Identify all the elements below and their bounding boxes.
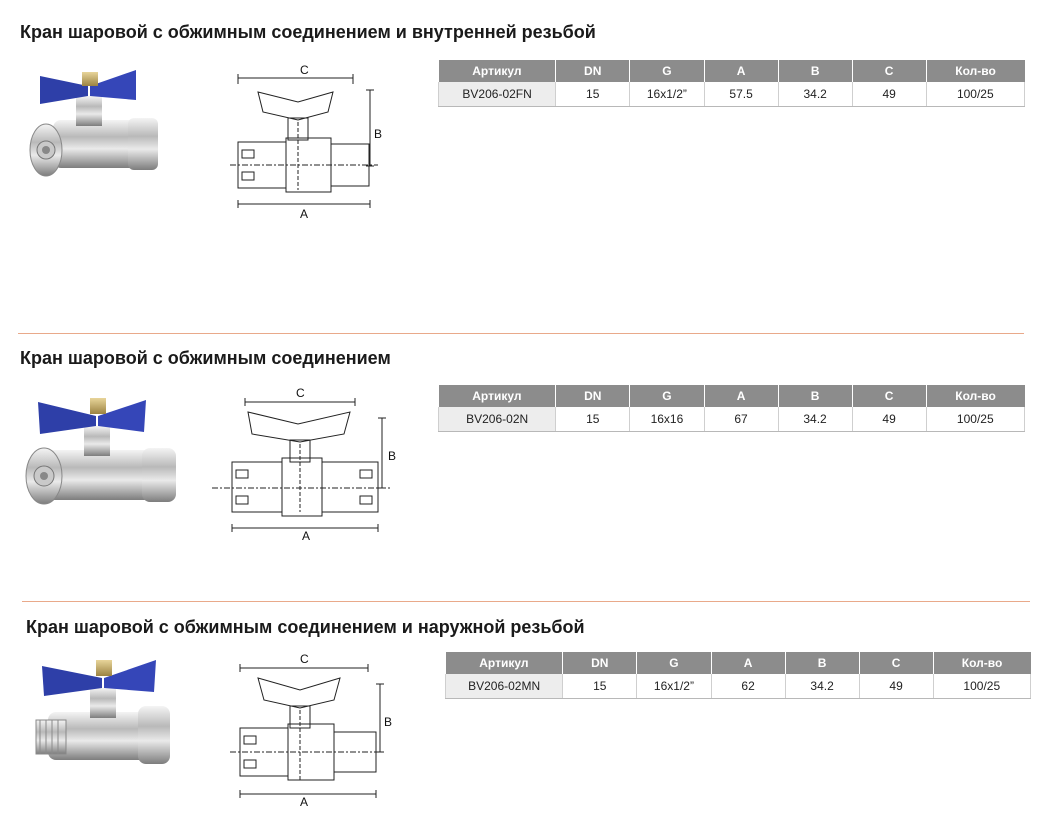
column-header: Артикул [445,652,564,674]
column-header: DN [562,652,638,674]
column-header: B [778,385,853,407]
dim-label-b: B [374,127,382,141]
valve-photo [25,398,176,505]
cell-a: 67 [704,407,779,432]
column-header: DN [555,385,631,407]
cell-c: 49 [852,82,927,107]
technical-drawing: C B A [212,386,396,542]
column-header: G [636,652,712,674]
cell-g: 16x1/2” [636,674,712,699]
valve-photo [35,660,170,764]
column-header: Артикул [438,385,557,407]
dim-label-b: B [388,449,396,463]
dim-label-c: C [300,63,309,77]
column-header: C [859,652,934,674]
cell-qty: 100/25 [933,674,1032,699]
dim-label-a: A [300,207,308,221]
product-title: Кран шаровой с обжимным соединением и на… [26,617,585,637]
column-header: A [704,385,779,407]
column-header: Кол-во [926,385,1025,407]
cell-g: 16x1/2” [629,82,705,107]
technical-drawing: C B A [230,63,382,221]
cell-article: BV206-02MN [444,674,564,699]
column-header: B [778,60,853,82]
cell-b: 34.2 [785,674,860,699]
spec-table: Артикул DN G A B C Кол-во BV206-02MN 15 … [444,652,1032,699]
cell-qty: 100/25 [926,407,1026,432]
column-header: A [711,652,786,674]
cell-dn: 15 [555,82,631,107]
cell-qty: 100/25 [926,82,1026,107]
column-header: Кол-во [933,652,1031,674]
cell-dn: 15 [562,674,638,699]
cell-a: 57.5 [704,82,779,107]
column-header: G [629,60,705,82]
table-header-row: Артикул DN G A B C Кол-во [438,385,1025,407]
column-header: C [852,385,927,407]
product-title: Кран шаровой с обжимным соединением [20,348,391,368]
dim-label-b: B [384,715,392,729]
column-header: A [704,60,779,82]
column-header: Артикул [438,60,557,82]
valve-photo [29,70,158,177]
product-title: Кран шаровой с обжимным соединением и вн… [20,22,596,42]
table-header-row: Артикул DN G A B C Кол-во [445,652,1031,674]
cell-b: 34.2 [778,407,853,432]
cell-a: 62 [711,674,786,699]
cell-dn: 15 [555,407,631,432]
column-header: DN [555,60,631,82]
section-divider [22,601,1030,602]
dim-label-a: A [300,795,308,808]
dim-label-c: C [296,386,305,400]
cell-b: 34.2 [778,82,853,107]
table-row: BV206-02MN 15 16x1/2” 62 34.2 49 100/25 [444,674,1032,699]
table-row: BV206-02FN 15 16x1/2” 57.5 34.2 49 100/2… [437,82,1026,107]
column-header: C [852,60,927,82]
table-row: BV206-02N 15 16x16 67 34.2 49 100/25 [437,407,1026,432]
cell-article: BV206-02FN [437,82,557,107]
cell-c: 49 [859,674,934,699]
technical-drawing: C B A [230,652,392,808]
cell-c: 49 [852,407,927,432]
spec-table: Артикул DN G A B C Кол-во BV206-02N 15 1… [437,385,1026,432]
column-header: B [785,652,860,674]
table-header-row: Артикул DN G A B C Кол-во [438,60,1025,82]
cell-g: 16x16 [629,407,705,432]
section-divider [18,333,1024,334]
spec-table: Артикул DN G A B C Кол-во BV206-02FN 15 … [437,60,1026,107]
cell-article: BV206-02N [437,407,557,432]
column-header: Кол-во [926,60,1025,82]
dim-label-a: A [302,529,310,542]
dim-label-c: C [300,652,309,666]
column-header: G [629,385,705,407]
